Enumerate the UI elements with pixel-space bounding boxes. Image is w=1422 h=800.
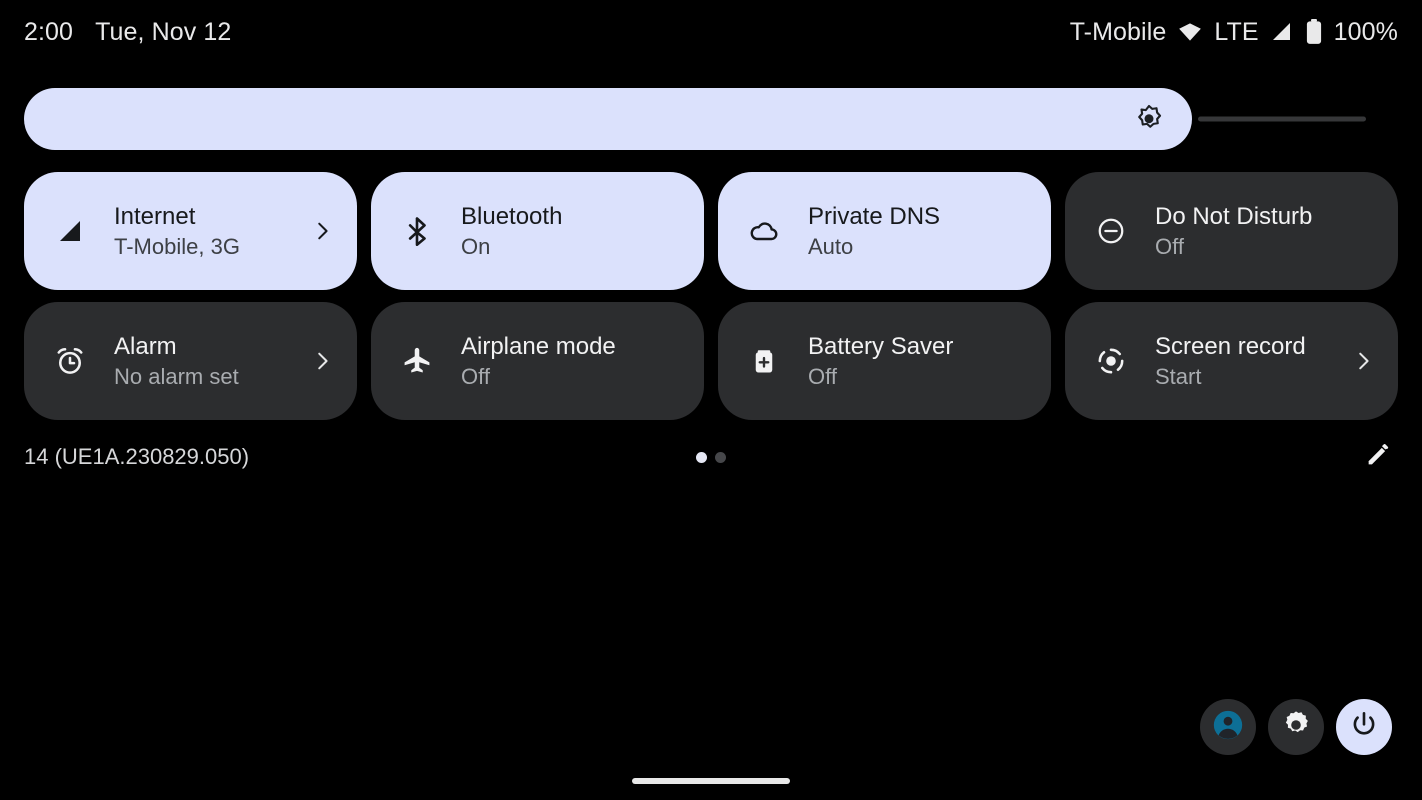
battery-plus-icon [744, 341, 784, 381]
tile-subtitle: Off [808, 363, 837, 389]
footer-row: 14 (UE1A.230829.050) [24, 436, 1398, 478]
tile-title: Do Not Disturb [1155, 202, 1313, 230]
quick-settings-tile-grid: Internet T-Mobile, 3G Bluetooth On [24, 172, 1398, 420]
tile-title: Internet [114, 202, 196, 230]
screen-record-icon [1091, 341, 1131, 381]
battery-full-icon [1305, 19, 1323, 45]
status-bar-right: T-Mobile LTE 100% [1070, 18, 1398, 47]
settings-button[interactable] [1268, 699, 1324, 755]
tile-labels: Private DNS Auto [808, 203, 1029, 260]
tile-title: Airplane mode [461, 332, 616, 360]
tile-bluetooth[interactable]: Bluetooth On [371, 172, 704, 290]
pencil-edit-icon [1364, 441, 1392, 474]
tile-labels: Internet T-Mobile, 3G [114, 203, 299, 260]
tile-subtitle: Auto [808, 233, 854, 259]
chevron-right-icon[interactable] [309, 220, 335, 242]
build-version-label: 14 (UE1A.230829.050) [24, 444, 250, 469]
user-avatar-button[interactable] [1200, 699, 1256, 755]
tile-subtitle: T-Mobile, 3G [114, 233, 240, 259]
status-time: 2:00 [24, 17, 74, 46]
signal-bars-icon [1270, 20, 1294, 44]
alarm-clock-icon [50, 341, 90, 381]
footer-action-buttons [1200, 699, 1392, 755]
chevron-right-icon[interactable] [1350, 350, 1376, 372]
do-not-disturb-icon [1091, 211, 1131, 251]
chevron-right-icon[interactable] [309, 350, 335, 372]
battery-level-label: 100% [1333, 17, 1398, 46]
tile-alarm[interactable]: Alarm No alarm set [24, 302, 357, 420]
tile-do-not-disturb[interactable]: Do Not Disturb Off [1065, 172, 1398, 290]
tile-labels: Screen record Start [1155, 333, 1340, 390]
tile-subtitle: Off [1155, 233, 1184, 259]
tile-labels: Do Not Disturb Off [1155, 203, 1376, 260]
status-date: Tue, Nov 12 [95, 17, 232, 46]
tile-labels: Alarm No alarm set [114, 333, 299, 390]
gear-icon [1280, 709, 1312, 746]
brightness-slider[interactable] [24, 88, 1398, 150]
cloud-icon [744, 211, 784, 251]
tile-title: Battery Saver [808, 332, 954, 360]
tile-internet[interactable]: Internet T-Mobile, 3G [24, 172, 357, 290]
bluetooth-icon [397, 211, 437, 251]
power-button[interactable] [1336, 699, 1392, 755]
carrier-label: T-Mobile [1069, 17, 1167, 46]
tile-airplane-mode[interactable]: Airplane mode Off [371, 302, 704, 420]
tile-labels: Bluetooth On [461, 203, 682, 260]
tile-private-dns[interactable]: Private DNS Auto [718, 172, 1051, 290]
airplane-icon [397, 341, 437, 381]
page-dot-active [696, 451, 707, 463]
tile-subtitle: No alarm set [114, 363, 239, 389]
tile-screen-record[interactable]: Screen record Start [1065, 302, 1398, 420]
signal-bars-icon [50, 211, 90, 251]
wifi-icon [1177, 19, 1203, 45]
user-avatar-icon [1211, 708, 1245, 747]
tile-subtitle: On [461, 233, 491, 259]
home-indicator[interactable] [632, 778, 790, 784]
tile-labels: Battery Saver Off [808, 333, 1029, 390]
network-type-label: LTE [1214, 17, 1259, 46]
tile-title: Private DNS [808, 202, 941, 230]
status-bar: 2:00 Tue, Nov 12 T-Mobile LTE 100% [0, 0, 1422, 64]
tile-subtitle: Start [1155, 363, 1202, 389]
power-icon [1349, 710, 1379, 745]
brightness-track[interactable] [1198, 116, 1366, 122]
edit-tiles-button[interactable] [1358, 437, 1398, 477]
tile-labels: Airplane mode Off [461, 333, 682, 390]
tile-battery-saver[interactable]: Battery Saver Off [718, 302, 1051, 420]
tile-title: Screen record [1155, 332, 1306, 360]
tile-title: Bluetooth [461, 202, 563, 230]
tile-title: Alarm [114, 332, 177, 360]
status-bar-left: 2:00 Tue, Nov 12 [24, 18, 231, 47]
page-dot-inactive [715, 451, 726, 463]
tile-subtitle: Off [461, 363, 490, 389]
brightness-sun-icon [1134, 104, 1164, 134]
brightness-fill[interactable] [24, 88, 1192, 150]
